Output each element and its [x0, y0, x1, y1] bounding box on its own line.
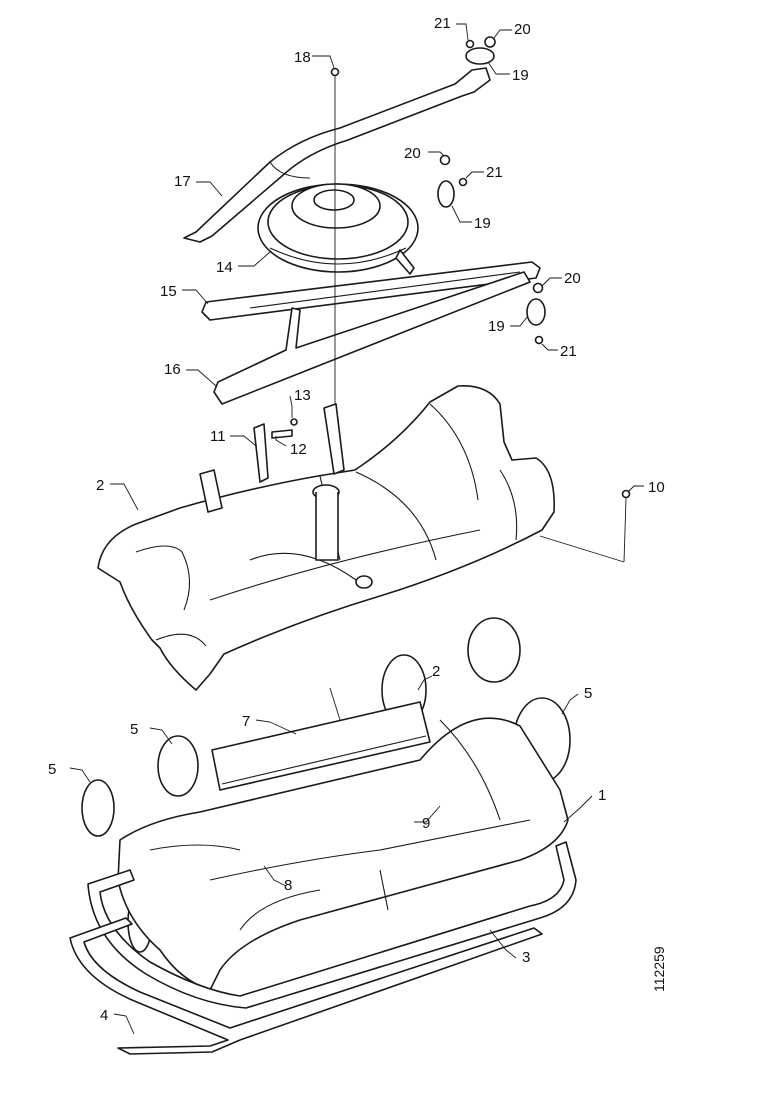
part-4-frame	[69, 917, 543, 1055]
drawing-number: 112259	[651, 946, 667, 992]
callout-12: 12	[290, 441, 307, 458]
part-1-lower-housing	[117, 717, 569, 991]
callout-21: 21	[560, 343, 577, 360]
callout-labels: 18 21 20 19 20 21 19 17 14 15 20 19 21 1…	[48, 15, 665, 1024]
callout-18: 18	[294, 49, 311, 66]
part-16-rail	[213, 271, 531, 405]
callout-8: 8	[284, 877, 292, 894]
callout-1: 1	[598, 787, 606, 804]
callout-20: 20	[404, 145, 421, 162]
callout-3: 3	[522, 949, 530, 966]
callout-15: 15	[160, 283, 177, 300]
callout-5: 5	[584, 685, 592, 702]
callout-2: 2	[432, 663, 440, 680]
part-3-base	[87, 841, 577, 1009]
callout-2: 2	[96, 477, 104, 494]
callout-21: 21	[486, 164, 503, 181]
callout-5: 5	[48, 761, 56, 778]
callout-19: 19	[474, 215, 491, 232]
callout-9: 9	[422, 815, 430, 832]
part-2-upper-housing	[97, 385, 555, 691]
callout-7: 7	[242, 713, 250, 730]
part-14-hub	[257, 183, 419, 275]
callout-14: 14	[216, 259, 233, 276]
part-17-rail	[183, 67, 491, 243]
part-10	[539, 489, 631, 563]
callout-20: 20	[564, 270, 581, 287]
callout-19: 19	[512, 67, 529, 84]
callout-19: 19	[488, 318, 505, 335]
callout-4: 4	[100, 1007, 108, 1024]
callout-11: 11	[210, 428, 226, 445]
part-7-panel	[211, 687, 431, 791]
leader-lines	[69, 23, 644, 1035]
callout-16: 16	[164, 361, 181, 378]
callout-21: 21	[434, 15, 451, 32]
callout-13: 13	[294, 387, 311, 404]
callout-5: 5	[130, 721, 138, 738]
callout-20: 20	[514, 21, 531, 38]
callout-10: 10	[648, 479, 665, 496]
callout-17: 17	[174, 173, 191, 190]
